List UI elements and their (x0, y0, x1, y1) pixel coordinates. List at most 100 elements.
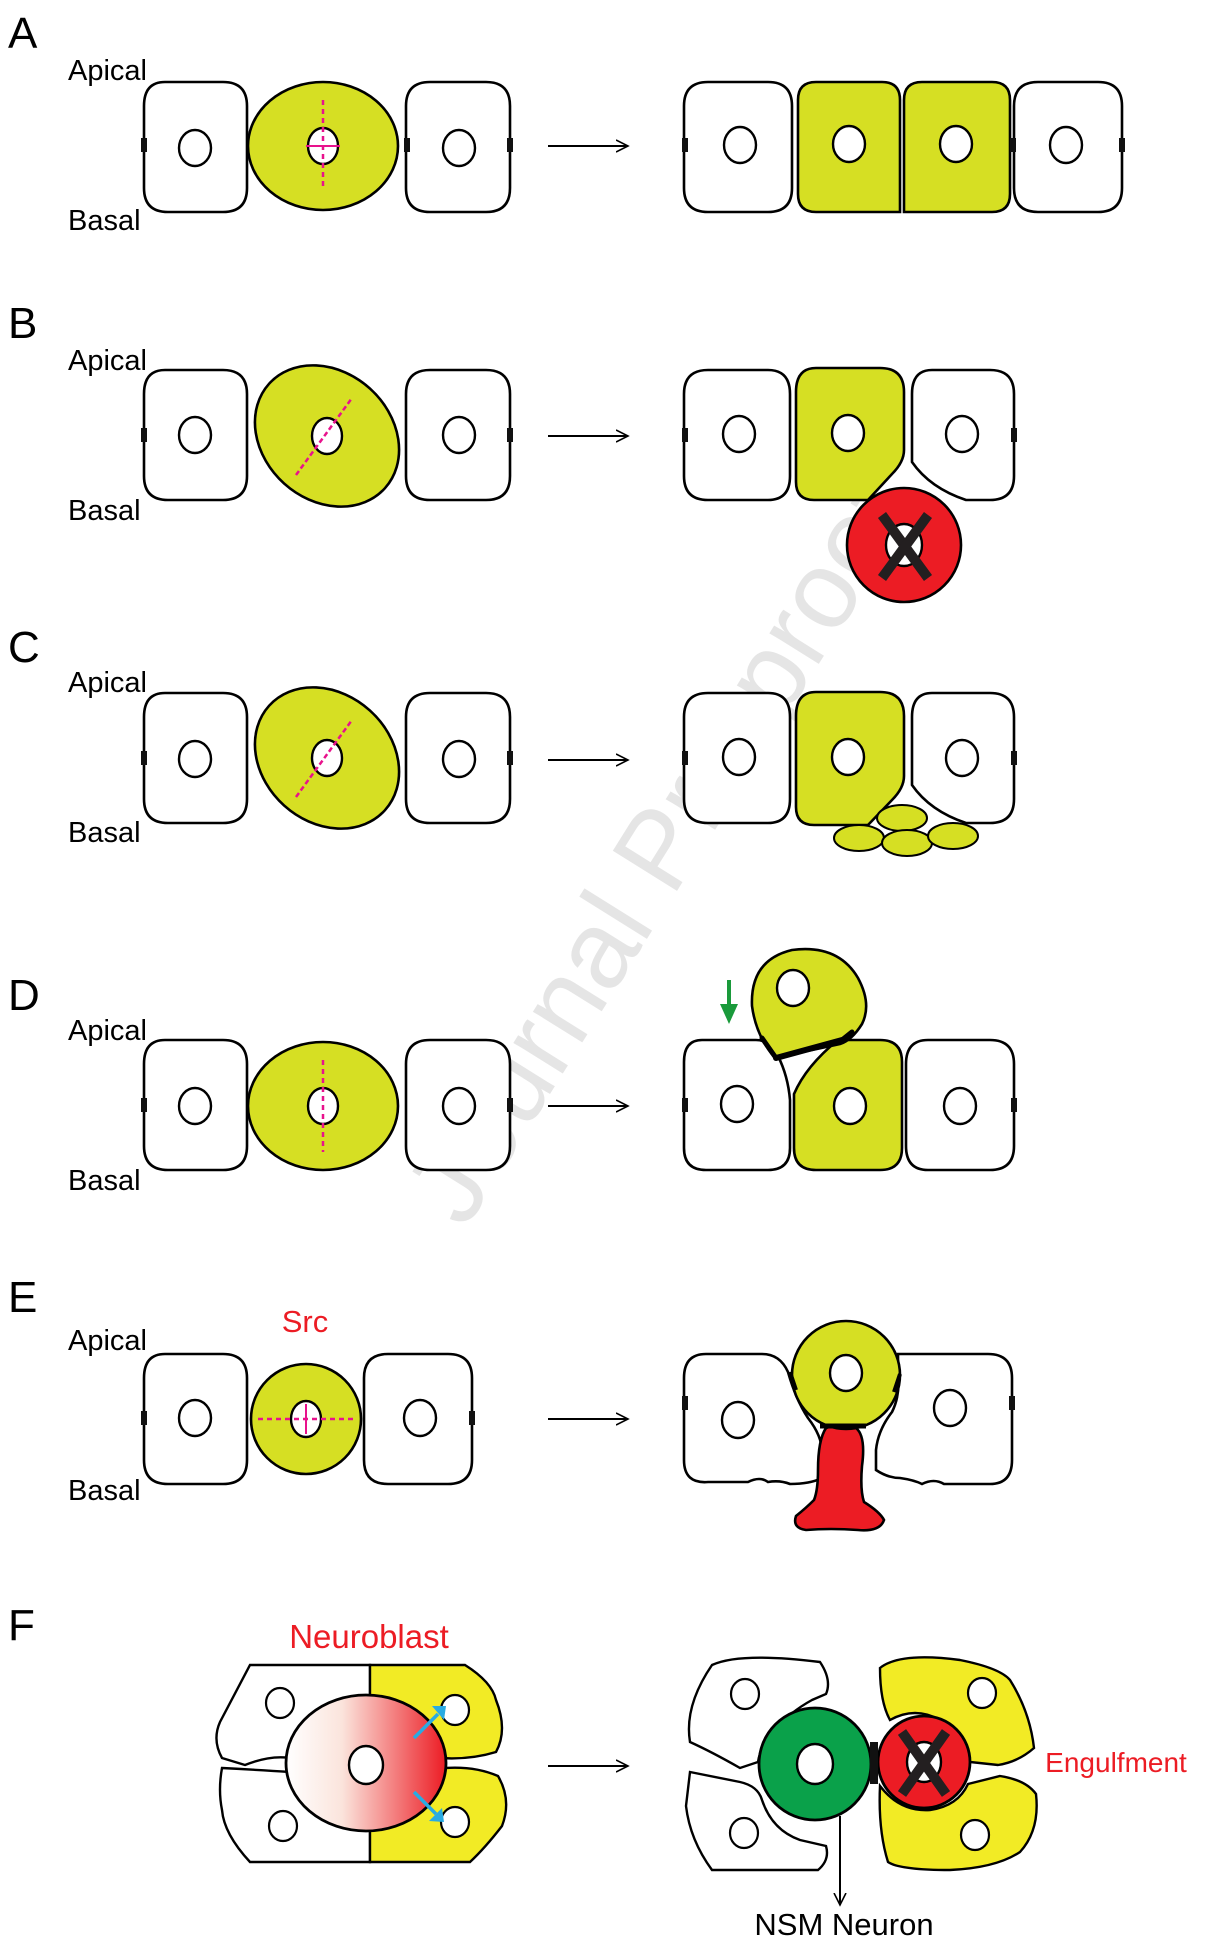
apical-label-e: Apical (68, 1325, 147, 1357)
cell-junction (469, 1411, 475, 1425)
panel-letter-b: B (8, 299, 37, 348)
src-label: Src (282, 1304, 329, 1339)
nucleus (959, 1818, 991, 1852)
basal-label-d: Basal (68, 1165, 141, 1197)
nucleus (944, 414, 980, 454)
nucleus (441, 415, 477, 455)
panel-letter-a: A (8, 9, 38, 58)
cell-junction (682, 428, 688, 442)
contact-junction (773, 1037, 845, 1061)
cell-junction (1009, 1396, 1015, 1410)
cell-junction (507, 138, 513, 152)
apoptotic-body (881, 829, 933, 857)
panel-letter-e: E (8, 1273, 37, 1322)
nucleus (722, 125, 758, 165)
cell-junction (507, 428, 513, 442)
nucleus (310, 738, 344, 778)
nucleus (402, 1398, 438, 1438)
apoptotic-body (876, 804, 928, 832)
cell-junction (1010, 138, 1016, 152)
nucleus (795, 1742, 835, 1786)
basal-extrusion (793, 1424, 886, 1532)
cell-junction (141, 1098, 147, 1112)
apoptotic-body (833, 824, 885, 852)
apical-label-b: Apical (68, 345, 147, 377)
arrow-icon (412, 1706, 446, 1740)
cell-junction (1011, 428, 1017, 442)
apical-label-c: Apical (68, 667, 147, 699)
arrow-down-icon (720, 980, 738, 1024)
nucleus (932, 1388, 968, 1428)
cell-junction (682, 751, 688, 765)
cell-junction (141, 138, 147, 152)
cell-junction (682, 1098, 688, 1112)
cell-junction (682, 138, 688, 152)
nucleus (310, 416, 344, 456)
cell-junction (1011, 751, 1017, 765)
cell-junction (1119, 138, 1125, 152)
apoptotic-body (927, 822, 979, 850)
panel-c: C Apical Basal (8, 623, 1017, 857)
apical-label-d: Apical (68, 1015, 147, 1047)
cell-junction (141, 428, 147, 442)
nucleus (1048, 125, 1084, 165)
nucleus (728, 1816, 760, 1850)
nucleus (177, 128, 213, 168)
neuroblast-label: Neuroblast (289, 1618, 449, 1655)
cell-junction (682, 1396, 688, 1410)
basal-label-c: Basal (68, 817, 141, 849)
nucleus (775, 968, 811, 1008)
engulfing-cell (878, 1656, 1036, 1767)
nucleus (832, 1086, 868, 1126)
basal-label-e: Basal (68, 1475, 141, 1507)
nucleus (720, 1400, 756, 1440)
contact-junction (788, 1371, 798, 1391)
nucleus (177, 739, 213, 779)
panel-d: D Apical Basal (8, 947, 1017, 1197)
nucleus (267, 1809, 299, 1843)
panel-letter-c: C (8, 623, 40, 672)
nucleus (830, 413, 866, 453)
cell-junction (507, 1098, 513, 1112)
engulfing-cell (878, 1774, 1038, 1872)
contact-junction (759, 1035, 779, 1061)
nucleus (264, 1686, 296, 1720)
cell-junction (141, 1411, 147, 1425)
nucleus (177, 1086, 213, 1126)
nucleus (966, 1676, 998, 1710)
nucleus (177, 1398, 213, 1438)
basal-label-b: Basal (68, 495, 141, 527)
cell-junction (141, 751, 147, 765)
cell-junction (507, 751, 513, 765)
nucleus (828, 1353, 864, 1393)
basal-label-a: Basal (68, 205, 141, 237)
contact-junction (839, 1029, 855, 1043)
nsm-neuron-label: NSM Neuron (754, 1907, 933, 1939)
cross-mark-icon (897, 1729, 951, 1797)
nucleus (719, 1084, 755, 1124)
contact-junction (892, 1373, 902, 1393)
nucleus (347, 1744, 385, 1786)
nucleus (729, 1677, 761, 1711)
nucleus (439, 1805, 471, 1839)
nucleus (944, 738, 980, 778)
nucleus (441, 739, 477, 779)
nucleus (721, 737, 757, 777)
cell-junction (1011, 1098, 1017, 1112)
engulfment-label: Engulfment (1045, 1747, 1187, 1778)
panel-f: F Neuroblast (8, 1601, 1187, 1939)
panel-letter-d: D (8, 971, 40, 1020)
nucleus (831, 124, 867, 164)
nucleus (830, 737, 866, 777)
nucleus (938, 124, 974, 164)
cell-junction (404, 138, 410, 152)
panel-b: B Apical Basal (8, 299, 1017, 604)
panel-e: E Apical Basal Src (8, 1273, 1015, 1532)
nucleus (441, 128, 477, 168)
panel-letter-f: F (8, 1601, 35, 1650)
cross-mark-icon (877, 512, 933, 581)
contact-junction (870, 1742, 878, 1784)
nucleus (721, 414, 757, 454)
nucleus (441, 1086, 477, 1126)
